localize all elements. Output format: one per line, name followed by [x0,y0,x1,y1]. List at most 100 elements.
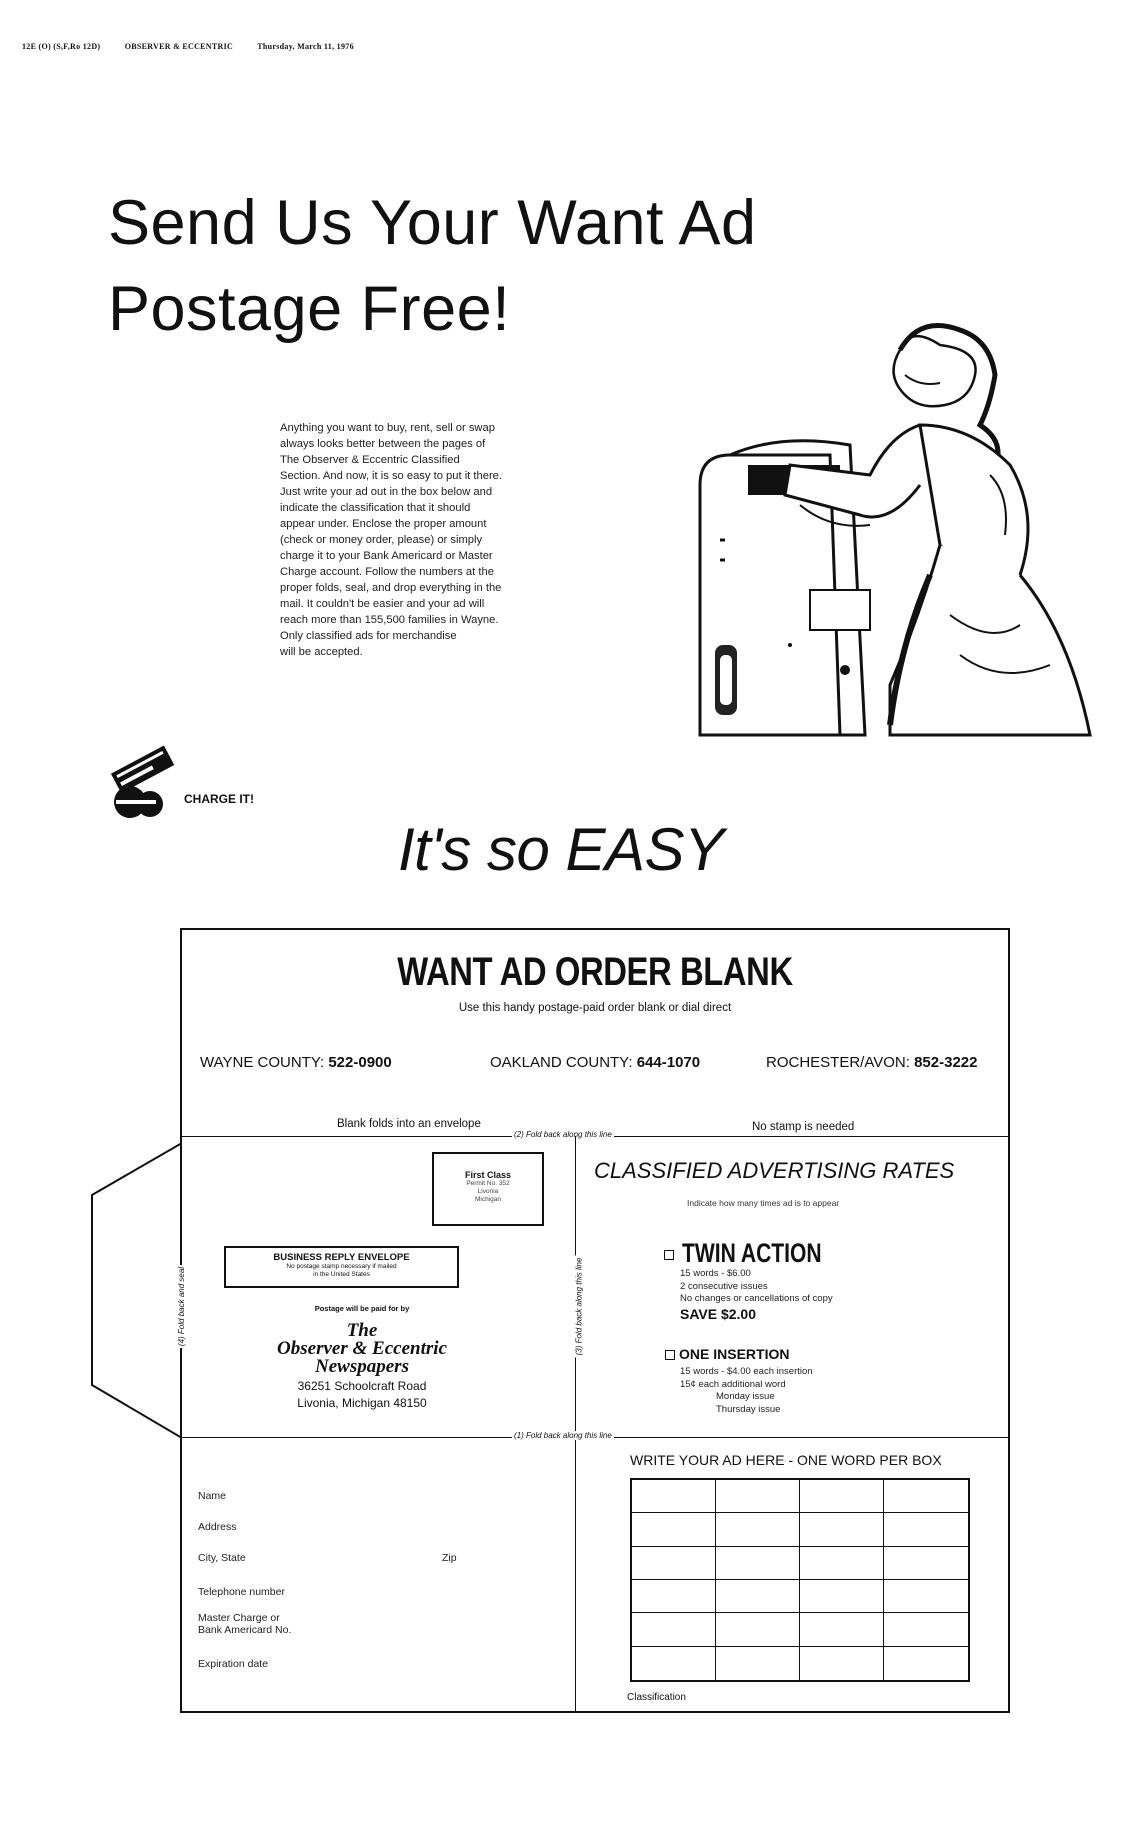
phone-number: 852-3222 [914,1054,978,1071]
phone-oakland: OAKLAND COUNTY: 644-1070 [490,1054,700,1071]
form-title: WANT AD ORDER BLANK [397,950,793,994]
issue-date: Thursday, March 11, 1976 [257,42,354,51]
word-box[interactable] [884,1547,968,1580]
word-box[interactable] [884,1613,968,1647]
phone-label: OAKLAND COUNTY: [490,1054,637,1071]
charge-it-label: CHARGE IT! [184,792,254,806]
zip-field[interactable]: Zip [442,1552,457,1564]
twin-action-checkbox[interactable] [664,1246,678,1264]
intro-line: always looks better between the pages of [280,438,486,450]
phone-label: WAYNE COUNTY: [200,1054,329,1071]
classification-field[interactable]: Classification [627,1692,686,1703]
envelope-flap [91,1142,182,1439]
intro-line: Only classified ads for merchandise [280,630,457,642]
intro-line: Just write your ad out in the box below … [280,486,493,498]
card-label: Bank Americard No. [198,1624,292,1636]
rate-detail: No changes or cancellations of copy [680,1293,833,1304]
word-box[interactable] [800,1613,884,1647]
word-box[interactable] [716,1646,800,1680]
headline-line-2: Postage Free! [108,274,511,344]
word-box[interactable] [632,1646,716,1680]
name-field[interactable]: Name [198,1490,227,1502]
intro-line: Anything you want to buy, rent, sell or … [280,422,495,434]
permit-line: Livonia [477,1188,499,1195]
intro-line: appear under. Enclose the proper amount [280,518,487,530]
form-subtitle: Use this handy postage-paid order blank … [458,1002,732,1014]
page-number: 12E (O) (S,F,Ro 12D) [22,42,101,51]
fold-label-1: (1) Fold back along this line [512,1431,614,1440]
address-field[interactable]: Address [198,1521,237,1533]
rates-title: CLASSIFIED ADVERTISING RATES [594,1158,955,1183]
one-insertion-checkbox[interactable] [665,1350,675,1361]
word-box[interactable] [632,1613,716,1647]
headline-line-1: Send Us Your Want Ad [108,188,757,258]
word-box[interactable] [800,1579,884,1614]
word-box[interactable] [800,1480,884,1514]
word-box[interactable] [884,1580,968,1614]
rates-subtitle: Indicate how many times ad is to appear [687,1198,840,1208]
page-header: 12E (O) (S,F,Ro 12D) OBSERVER & ECCENTRI… [22,42,376,51]
credit-cards-icon [110,745,175,818]
city-state-field[interactable]: City, State [198,1552,246,1564]
card-number-field[interactable]: Master Charge or Bank Americard No. [198,1612,291,1636]
word-box[interactable] [632,1579,716,1614]
permit-line: Permit No. 352 [466,1180,510,1187]
expiration-field[interactable]: Expiration date [198,1658,269,1670]
first-class-title: First Class [464,1170,512,1180]
rate-detail: 15 words - $6.00 [680,1268,751,1279]
intro-line: mail. It couldn't be easier and your ad … [280,598,485,610]
fold-label-4: (4) Fold back and seal [177,1264,187,1349]
business-reply-line: No postage stamp necessary if mailed [286,1263,397,1270]
fold-line-3 [575,1136,576,1711]
twin-action-title: TWIN ACTION [682,1238,822,1268]
easy-slogan: It's so EASY [398,816,724,883]
permit-line: Michigan [474,1196,501,1203]
word-box[interactable] [884,1647,968,1680]
first-class-permit-box: First Class Permit No. 352 Livonia Michi… [432,1152,544,1226]
rate-detail: Thursday issue [716,1403,781,1415]
intro-line: Section. And now, it is so easy to put i… [280,470,503,482]
twin-savings: SAVE $2.00 [680,1305,757,1322]
one-insertion-details: 15 words - $4.00 each insertion 15¢ each… [680,1366,813,1416]
headline: Send Us Your Want Ad Postage Free! [108,180,757,352]
rate-detail: 15 words - $4.00 each insertion [680,1366,813,1377]
word-box[interactable] [716,1480,800,1514]
logo-line: Observer & Eccentric [277,1338,447,1359]
phone-number: 644-1070 [636,1054,701,1071]
intro-line: (check or money order, please) or simply [280,534,483,546]
intro-line: charge it to your Bank Americard or Mast… [280,550,493,562]
word-box[interactable] [632,1546,716,1580]
business-reply-line: in the United States [313,1271,370,1278]
ad-word-grid[interactable] [630,1478,970,1682]
word-box[interactable] [716,1579,800,1614]
card-label: Master Charge or [198,1612,280,1624]
write-ad-heading: WRITE YOUR AD HERE - ONE WORD PER BOX [630,1452,942,1468]
word-box[interactable] [884,1513,968,1547]
fold-label-2: (2) Fold back along this line [512,1130,614,1139]
one-insertion-option[interactable]: ONE INSERTION [665,1346,789,1362]
address-street: 36251 Schoolcraft Road [297,1379,427,1393]
intro-line: reach more than 155,500 families in Wayn… [280,614,499,626]
word-box[interactable] [632,1513,716,1547]
phone-wayne: WAYNE COUNTY: 522-0900 [200,1054,392,1071]
business-reply-title: BUSINESS REPLY ENVELOPE [273,1252,410,1263]
phone-rochester: ROCHESTER/AVON: 852-3222 [766,1054,977,1071]
return-address: 36251 Schoolcraft Road Livonia, Michigan… [242,1378,482,1412]
twin-action-details: 15 words - $6.00 2 consecutive issues No… [680,1268,833,1322]
intro-line: indicate the classification that it shou… [280,502,471,514]
intro-text: Anything you want to buy, rent, sell or … [280,420,545,660]
word-box[interactable] [800,1546,884,1580]
intro-line: will be accepted. [280,646,363,658]
address-city: Livonia, Michigan 48150 [297,1396,427,1410]
telephone-field[interactable]: Telephone number [198,1586,285,1598]
word-box[interactable] [716,1613,800,1647]
logo-line: The [346,1320,378,1341]
word-box[interactable] [800,1646,884,1680]
word-box[interactable] [884,1480,968,1514]
word-box[interactable] [800,1513,884,1547]
word-box[interactable] [716,1513,800,1547]
word-box[interactable] [716,1546,800,1580]
logo-line: Newspapers [315,1356,409,1377]
word-box[interactable] [632,1480,716,1514]
rate-detail: 15¢ each additional word [680,1378,786,1390]
